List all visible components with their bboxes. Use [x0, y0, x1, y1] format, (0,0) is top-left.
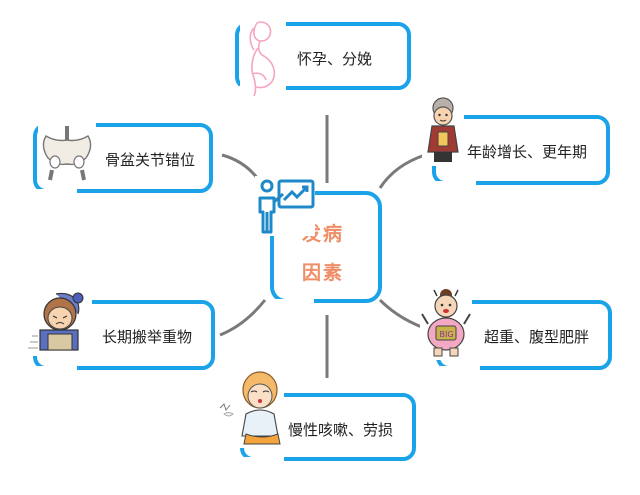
connector-age [378, 153, 426, 189]
factor-label-lifting: 长期搬举重物 [102, 328, 193, 346]
elderly-woman-illustration [422, 96, 464, 166]
pregnant-woman-illustration [240, 18, 286, 98]
pelvis-bone-illustration [38, 122, 96, 182]
presentation-icon [255, 176, 315, 236]
overweight-person-illustration: BIG [420, 284, 472, 360]
center-title-line2: 因素 [302, 262, 345, 284]
connector-lifting [219, 299, 267, 337]
factor-label-overweight: 超重、腹型肥胖 [484, 328, 590, 346]
coughing-girl-illustration [219, 368, 284, 448]
factor-label-age: 年龄增长、更年期 [467, 143, 588, 161]
factor-label-cough: 慢性咳嗽、劳损 [288, 421, 394, 439]
person-lifting-box-illustration [26, 290, 92, 356]
svg-text:BIG: BIG [440, 330, 454, 339]
factor-label-pregnancy: 怀孕、分娩 [297, 50, 373, 68]
factor-label-pelvis: 骨盆关节错位 [105, 151, 196, 169]
